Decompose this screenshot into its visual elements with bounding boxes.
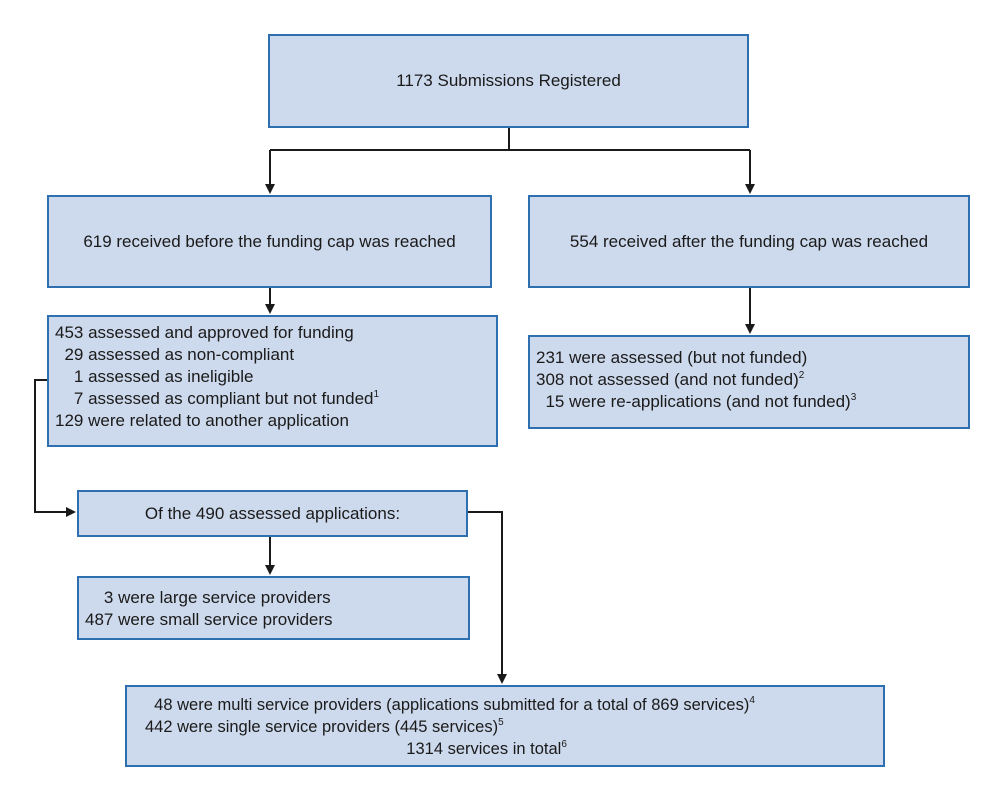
after-cap-label: 554 received after the funding cap was r…	[569, 231, 929, 251]
provider-type-line: 1314 services in total6	[145, 739, 567, 759]
before-outcome-line: 29 assessed as non-compliant	[55, 345, 295, 364]
after-cap-box: 554 received after the funding cap was r…	[528, 195, 970, 288]
assessed-applications-label: Of the 490 assessed applications:	[144, 503, 401, 523]
before-cap-label: 619 received before the funding cap was …	[83, 231, 456, 251]
after-outcomes-box: 231 were assessed (but not funded) 308 n…	[528, 335, 970, 429]
before-cap-box: 619 received before the funding cap was …	[47, 195, 492, 288]
after-outcome-line: 231 were assessed (but not funded)	[536, 348, 808, 367]
provider-type-box: 48 were multi service providers (applica…	[125, 685, 885, 767]
after-outcome-line: 15 were re-applications (and not funded)…	[536, 392, 857, 411]
before-outcome-line: 7 assessed as compliant but not funded1	[55, 389, 380, 408]
total-submissions-box: 1173 Submissions Registered	[268, 34, 749, 128]
arrow-to-provider-type	[467, 511, 507, 684]
before-outcome-line: 1 assessed as ineligible	[55, 367, 254, 386]
provider-size-line: 487 were small service providers	[85, 610, 333, 629]
assessed-applications-box: Of the 490 assessed applications:	[77, 490, 468, 537]
provider-type-line: 442 were single service providers (445 s…	[145, 717, 504, 737]
provider-type-line: 48 were multi service providers (applica…	[145, 695, 755, 715]
total-submissions-label: 1173 Submissions Registered	[396, 71, 621, 90]
provider-size-box: 3 were large service providers 487 were …	[77, 576, 470, 640]
after-outcome-line: 308 not assessed (and not funded)2	[536, 370, 805, 389]
before-outcomes-box: 453 assessed and approved for funding 29…	[47, 315, 498, 447]
provider-size-line: 3 were large service providers	[85, 588, 331, 607]
arrow-to-assessed	[34, 379, 76, 517]
before-outcome-line: 129 were related to another application	[55, 411, 349, 430]
before-outcome-line: 453 assessed and approved for funding	[55, 323, 354, 342]
